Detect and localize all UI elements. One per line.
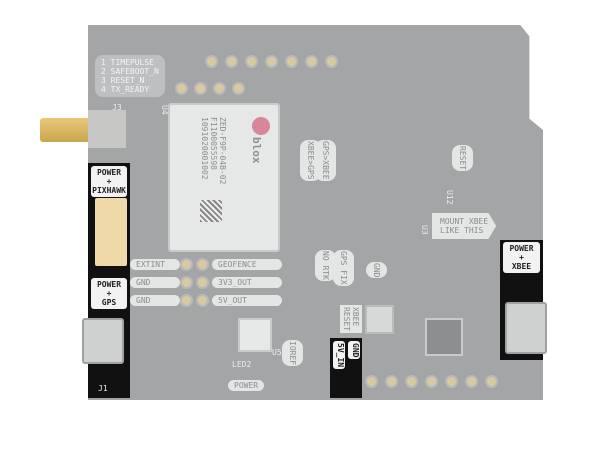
power-gps-label: POWER + GPS	[91, 278, 127, 309]
pad	[180, 258, 193, 271]
led2-label: LED2	[232, 360, 252, 369]
pad	[213, 82, 226, 95]
extint-label: EXTINT	[130, 259, 180, 270]
pad	[196, 276, 209, 289]
power-led-label: POWER	[228, 380, 265, 391]
pad	[196, 294, 209, 307]
gnd-label: GND	[130, 295, 180, 306]
no-rtk-label: NO RTK	[315, 250, 336, 281]
bottom-header	[345, 375, 498, 388]
pad	[245, 55, 258, 68]
ublox-logo-icon	[252, 117, 270, 135]
qr-code	[200, 200, 222, 222]
xbee-usb-port[interactable]	[505, 302, 547, 354]
pad	[180, 294, 193, 307]
pad	[194, 82, 207, 95]
io-pins: EXTINT GEOFENCE GND 3V3_OUT GND 5V_OUT	[130, 258, 282, 307]
mount-xbee-label: MOUNT XBEE LIKE THIS	[432, 213, 497, 239]
pad	[325, 55, 338, 68]
3v3-out-label: 3V3_OUT	[212, 277, 282, 288]
geofence-label: GEOFENCE	[212, 259, 282, 270]
pin-legend: 1 TIMEPULSE 2 SAFEBOOT_N 3 RESET_N 4 TX_…	[95, 55, 165, 97]
j1-label: J1	[98, 384, 108, 393]
pin-header-1-4	[175, 82, 245, 95]
j3-label: J3	[112, 103, 122, 112]
module-text: ZED-F9P-04B-02 F1100055598 1091020001002	[200, 117, 227, 185]
u3-label: U3	[420, 225, 429, 235]
5v-in-label: 5V_IN	[333, 341, 345, 370]
xbee-reset-label: XBEE RESET	[340, 305, 362, 334]
pad	[205, 55, 218, 68]
5v-out-label: 5V_OUT	[212, 295, 282, 306]
pad	[365, 375, 378, 388]
pad	[485, 375, 498, 388]
pad	[225, 55, 238, 68]
xbee-gps-label: XBEE>GPS	[300, 140, 321, 181]
xbee-reset-button[interactable]	[365, 305, 394, 334]
sma-connector	[40, 118, 95, 142]
sma-body	[88, 110, 126, 148]
gps-usb-port[interactable]	[82, 318, 124, 364]
regulator-u5	[238, 318, 272, 352]
u4-label: U4	[160, 105, 169, 115]
reset-label: RESET	[452, 145, 473, 172]
pixhawk-connector[interactable]	[95, 198, 127, 266]
gnd-in-label: GND	[348, 341, 360, 360]
gnd-label: GND	[130, 277, 180, 288]
gps-module: blox ZED-F9P-04B-02 F1100055598 10910200…	[168, 103, 280, 252]
pad	[175, 82, 188, 95]
pad	[196, 258, 209, 271]
ioref-label: IOREF	[282, 340, 303, 367]
top-header	[205, 55, 338, 68]
ic-chip	[425, 318, 463, 356]
pad	[285, 55, 298, 68]
pad	[425, 375, 438, 388]
pad	[465, 375, 478, 388]
module-brand: blox	[250, 137, 263, 164]
power-xbee-label: POWER + XBEE	[503, 242, 540, 273]
pad	[385, 375, 398, 388]
pad	[232, 82, 245, 95]
pad	[180, 276, 193, 289]
gps-fix-label: GPS FIX	[333, 250, 354, 286]
gnd-label: GND	[366, 262, 387, 279]
u12-label: U12	[445, 190, 454, 205]
pad	[265, 55, 278, 68]
power-pixhawk-label: POWER + PIXHAWK	[91, 166, 127, 197]
u5-label: U5	[272, 348, 282, 357]
pad	[445, 375, 458, 388]
pad	[405, 375, 418, 388]
pad	[305, 55, 318, 68]
